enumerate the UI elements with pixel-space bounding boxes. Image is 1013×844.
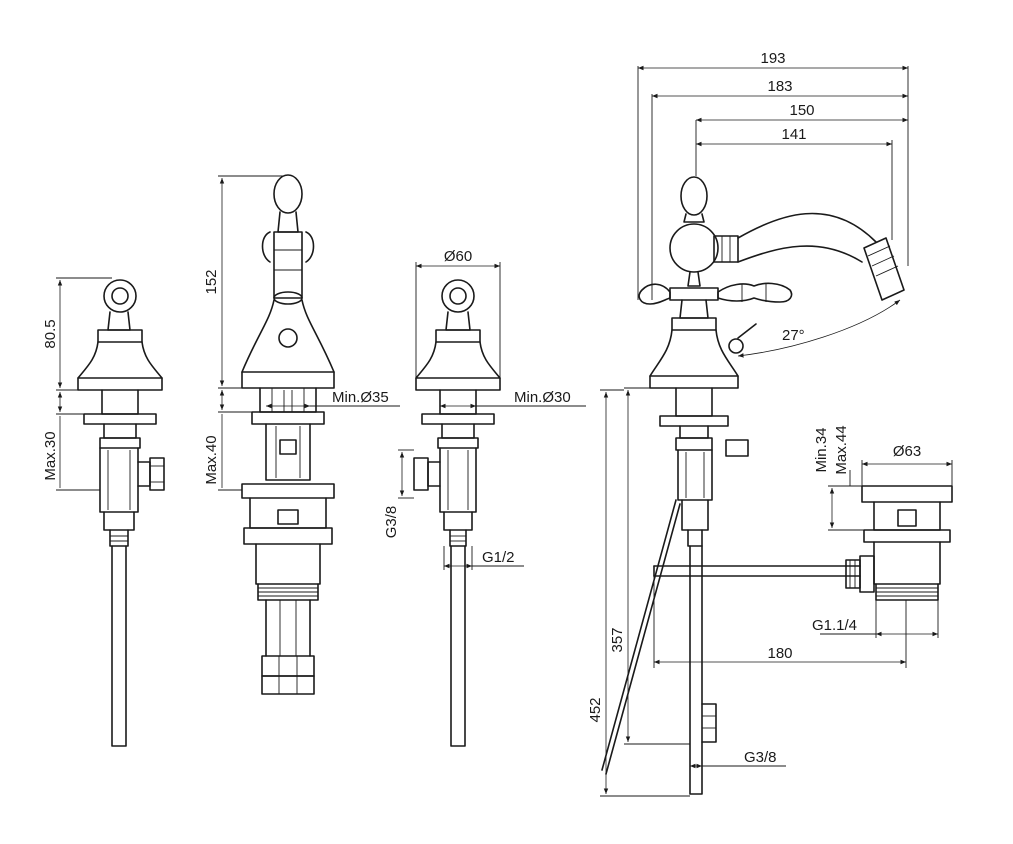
dim-452: 452: [587, 697, 604, 722]
dim-180: 180: [767, 645, 792, 662]
dim-g3-8-bottom: G3/8: [744, 749, 777, 766]
dim-g3-8-side: G3/8: [383, 506, 400, 539]
dimension-lines: [56, 65, 953, 797]
dim-min-34: Min.34: [813, 427, 830, 472]
dim-dia-63: Ø63: [893, 443, 921, 460]
dim-min-dia-30: Min.Ø30: [514, 389, 571, 406]
waste-view: [845, 485, 953, 601]
dim-193: 193: [760, 50, 785, 67]
dim-min-dia-35: Min.Ø35: [332, 389, 389, 406]
dim-max-44: Max.44: [833, 425, 850, 474]
dim-g1-2: G1/2: [482, 549, 515, 566]
valve-side-view-2: [413, 279, 501, 747]
dim-g1-1-4: G1.1/4: [812, 617, 857, 634]
mixer-main-view: [601, 176, 905, 795]
dim-dia-60: Ø60: [444, 248, 472, 265]
dimension-labels: 193 183 150 141 80.5 Max.30 152 Max.40 M…: [42, 50, 921, 766]
dim-angle-27: 27°: [782, 327, 805, 344]
dim-max-30: Max.30: [42, 431, 59, 480]
dim-max-40: Max.40: [203, 435, 220, 484]
valve-side-view: [77, 279, 165, 747]
valve-front-view: [241, 174, 335, 695]
dim-141: 141: [781, 126, 806, 143]
dim-357: 357: [609, 627, 626, 652]
dim-152: 152: [203, 269, 220, 294]
dim-80-5: 80.5: [42, 319, 59, 348]
dim-183: 183: [767, 78, 792, 95]
dim-150: 150: [789, 102, 814, 119]
